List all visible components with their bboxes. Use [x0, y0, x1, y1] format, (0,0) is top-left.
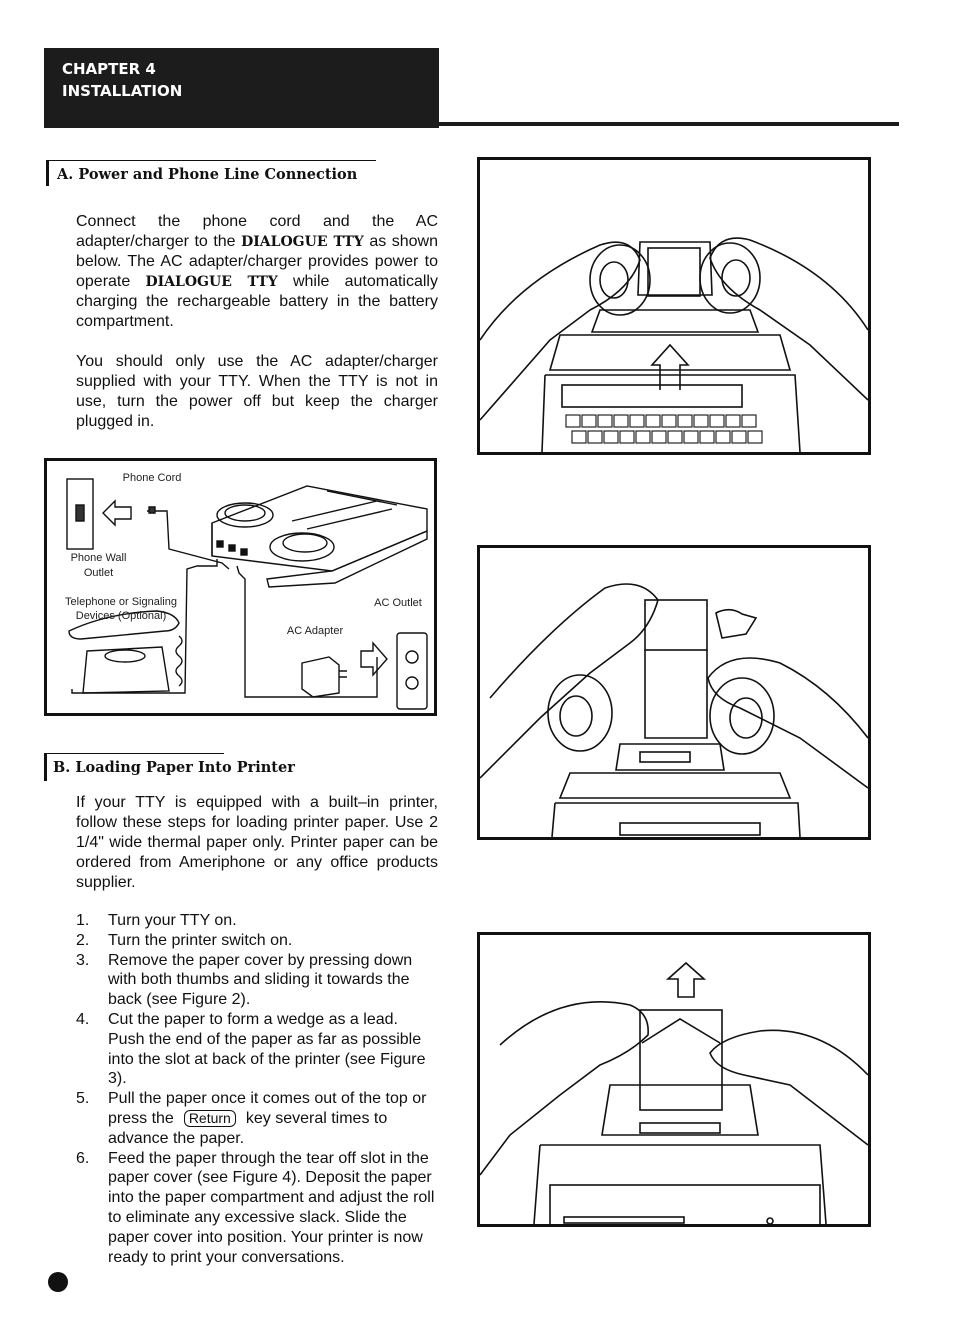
- step-number: 1.: [76, 912, 90, 929]
- step-4: 4. Cut the paper to form a wedge as a lea…: [76, 1010, 438, 1089]
- p1-pre: Connect the phone cord and the AC adapte…: [76, 213, 438, 250]
- step-text: Turn your TTY on.: [108, 912, 237, 929]
- label-telephone: Telephone or Signaling: [65, 596, 177, 608]
- page-marker: [48, 1272, 68, 1292]
- label-telephone-optional: Devices (Optional): [75, 610, 167, 622]
- chapter-number: CHAPTER 4: [62, 60, 156, 78]
- p1-mid: as shown below. The AC adapter/charger p…: [76, 233, 438, 290]
- section-b-heading-text: B. Loading Paper Into Printer: [53, 759, 295, 776]
- figure-insert-paper: [477, 545, 871, 840]
- section-a-paragraph-2: You should only use the AC adapter/charg…: [76, 353, 438, 430]
- step-text: Turn the printer switch on.: [108, 931, 293, 949]
- curved-arrow-icon: [715, 608, 758, 639]
- left-hand: [480, 241, 641, 421]
- section-a-body: Connect the phone cord and the AC adapte…: [76, 212, 438, 452]
- section-b-intro: If your TTY is equipped with a built–in …: [76, 794, 438, 891]
- up-arrow-icon: [650, 343, 690, 390]
- figure-feed-paper-art: [480, 961, 868, 1224]
- label-phone-cord: Phone Cord: [122, 472, 182, 484]
- step-number: 3.: [76, 951, 90, 969]
- paper-lead: [644, 599, 708, 651]
- step-1: 1. Turn your TTY on.: [76, 911, 438, 931]
- section-b-heading: B. Loading Paper Into Printer: [44, 753, 295, 781]
- paper-sheet: [639, 1009, 723, 1111]
- chapter-title: INSTALLATION: [62, 82, 183, 100]
- return-key-symbol: Return: [183, 1109, 236, 1127]
- right-hand: [707, 657, 868, 789]
- phone-wall-plate: [66, 478, 94, 550]
- step-5-post: key several times to advance the paper.: [108, 1109, 388, 1147]
- step-text: Feed the paper through the tear off slot…: [108, 1149, 435, 1266]
- p1-post: while automatically charging the recharg…: [76, 273, 438, 330]
- telephone-base: [82, 646, 170, 694]
- figure-remove-cover-art: [480, 237, 868, 452]
- up-arrow-icon: [665, 961, 707, 998]
- step-text: Cut the paper to form a wedge as a lead.…: [108, 1010, 426, 1088]
- brand-name-2: DIALOGUE TTY: [145, 274, 278, 290]
- chapter-header: CHAPTER 4 INSTALLATION: [44, 48, 439, 128]
- figure-insert-paper-art: [480, 583, 868, 837]
- step-5-pre: Pull the paper once it comes out of the …: [108, 1090, 427, 1127]
- loading-steps-list: 1. Turn your TTY on. 2. Turn the printer s…: [76, 911, 438, 1267]
- arrow-to-wall-icon: [102, 499, 132, 527]
- section-a-paragraph-1: Connect the phone cord and the AC adapte…: [76, 212, 438, 332]
- step-number: 5.: [76, 1090, 90, 1108]
- arrow-to-ac-icon: [360, 641, 388, 677]
- label-ac-outlet: AC Outlet: [374, 597, 422, 609]
- step-3: 3. Remove the paper cover by pressing dow…: [76, 951, 438, 1010]
- figure-feed-paper: [477, 932, 871, 1227]
- connection-diagram-art: [66, 478, 428, 710]
- ac-outlet-plate: [396, 632, 428, 710]
- step-5: 5. Pull the paper once it comes out of th…: [76, 1089, 438, 1148]
- step-2: 2. Turn the printer switch on.: [76, 931, 438, 951]
- header-rule: [439, 122, 899, 126]
- step-6: 6. Feed the paper through the tear off sl…: [76, 1149, 438, 1268]
- label-phone-wall: Phone Wall: [70, 552, 127, 564]
- step-number: 4.: [76, 1010, 90, 1028]
- step-text: Remove the paper cover by pressing down …: [108, 951, 413, 1009]
- section-a-heading: A. Power and Phone Line Connection: [46, 160, 376, 186]
- label-outlet: Outlet: [83, 567, 114, 579]
- right-hand: [709, 237, 868, 401]
- step-number: 2.: [76, 931, 90, 949]
- step-number: 6.: [76, 1149, 90, 1167]
- ac-adapter-shape: [301, 656, 340, 698]
- label-ac-adapter: AC Adapter: [286, 625, 344, 637]
- telephone-handset: [68, 610, 180, 640]
- section-a-heading-text: A. Power and Phone Line Connection: [57, 166, 358, 183]
- right-hand: [709, 1029, 868, 1146]
- connection-diagram: Phone Cord Phone Wall Outlet Telephone o…: [44, 458, 437, 716]
- figure-remove-cover: [477, 157, 871, 455]
- left-hand: [480, 583, 659, 779]
- brand-name: DIALOGUE TTY: [241, 234, 364, 250]
- section-b-body: If your TTY is equipped with a built–in …: [76, 793, 438, 913]
- left-hand: [480, 1001, 649, 1176]
